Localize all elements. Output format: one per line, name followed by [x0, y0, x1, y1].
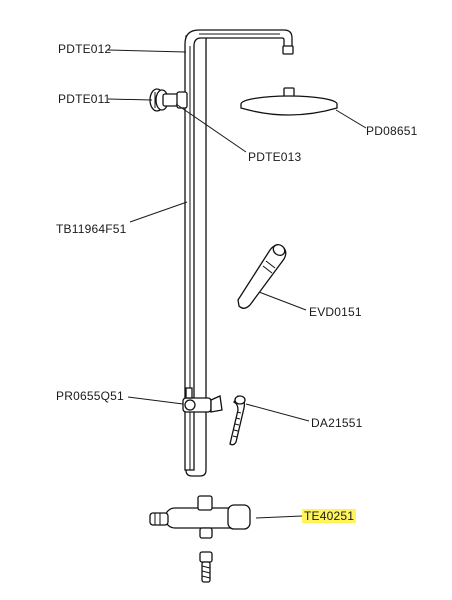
shower-head — [240, 87, 338, 116]
label-pdte011: PDTE011 — [58, 92, 111, 106]
label-pr0655q51: PR0655Q51 — [56, 389, 124, 403]
label-tb11964f51: TB11964F51 — [56, 222, 127, 236]
label-pdte013: PDTE013 — [248, 150, 302, 164]
label-evd0151: EVD0151 — [309, 305, 362, 319]
hand-shower — [237, 244, 287, 309]
connector-bolt — [199, 551, 213, 583]
wall-bracket — [149, 88, 188, 112]
leader-lines — [107, 49, 367, 519]
label-pdte012: PDTE012 — [58, 42, 112, 56]
thermostatic-mixer — [149, 495, 251, 539]
label-da21551: DA21551 — [311, 416, 363, 430]
label-pd08651: PD08651 — [366, 124, 418, 138]
hose — [229, 395, 246, 446]
label-te40251: TE40251 — [302, 509, 357, 523]
slider-holder — [182, 387, 223, 413]
